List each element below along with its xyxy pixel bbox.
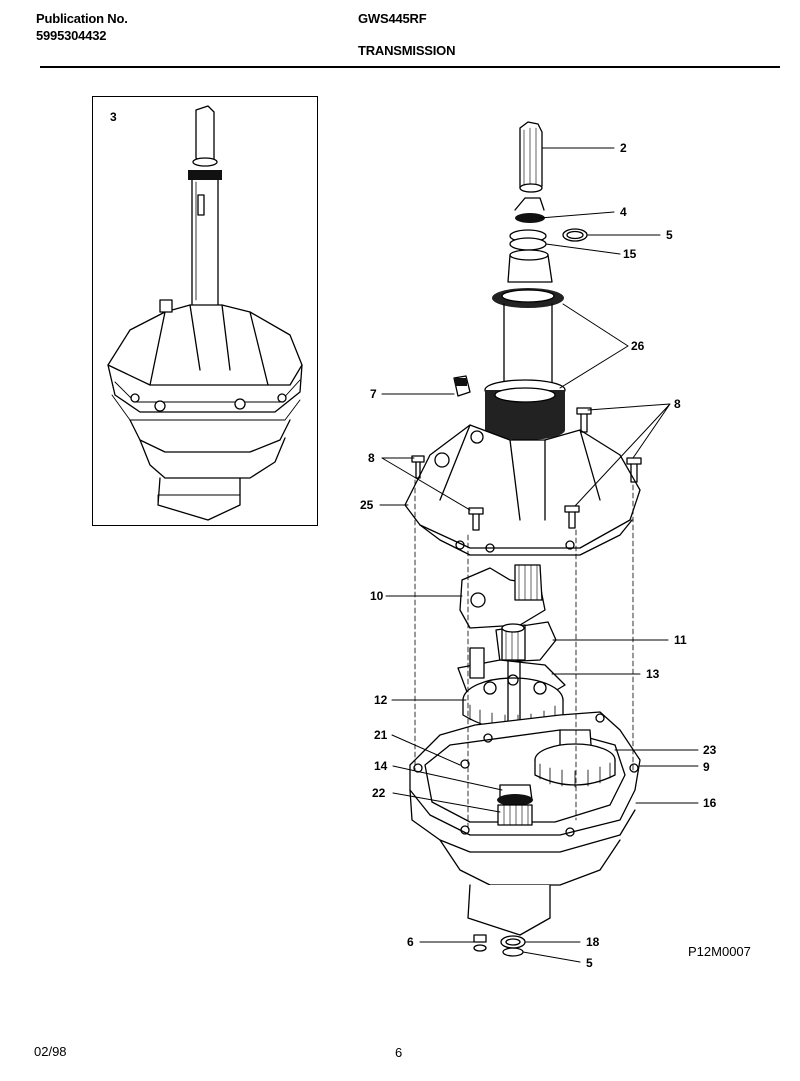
diagram-code: P12M0007 — [688, 944, 751, 959]
callout-12: 12 — [374, 693, 388, 707]
publication-label: Publication No. — [36, 11, 128, 26]
callout-25: 25 — [360, 498, 374, 512]
callout-10: 10 — [370, 589, 384, 603]
callout-23: 23 — [703, 743, 717, 757]
callout-8-left: 8 — [368, 451, 375, 465]
callout-9: 9 — [703, 760, 710, 774]
callout-21: 21 — [374, 728, 388, 742]
callout-8-right: 8 — [674, 397, 681, 411]
bolt-set-8 — [411, 407, 642, 531]
callout-18: 18 — [586, 935, 600, 949]
header-rule — [40, 66, 780, 68]
callout-11: 11 — [674, 633, 687, 647]
callout-22: 22 — [372, 786, 386, 800]
inset-assembled-transmission: 3 — [107, 105, 303, 521]
callout-5: 5 — [666, 228, 673, 242]
model-number: GWS445RF — [358, 11, 427, 26]
inset-frame — [92, 96, 318, 526]
callout-15: 15 — [623, 247, 637, 261]
page-number: 6 — [395, 1045, 403, 1060]
exploded-transmission: 2 4 5 15 26 7 8 8 25 10 11 13 12 21 23 1… — [360, 121, 717, 970]
publication-number: 5995304432 — [36, 28, 107, 43]
callout-3: 3 — [110, 110, 117, 124]
callout-5-bottom: 5 — [586, 956, 593, 970]
callout-2: 2 — [620, 141, 627, 155]
callout-7: 7 — [370, 387, 377, 401]
section-title: TRANSMISSION — [358, 43, 456, 58]
callout-6: 6 — [407, 935, 414, 949]
callout-14: 14 — [374, 759, 388, 773]
callout-4: 4 — [620, 205, 627, 219]
callout-16: 16 — [703, 796, 717, 810]
footer-date: 02/98 — [34, 1044, 67, 1059]
callout-26: 26 — [631, 339, 645, 353]
callout-13: 13 — [646, 667, 660, 681]
